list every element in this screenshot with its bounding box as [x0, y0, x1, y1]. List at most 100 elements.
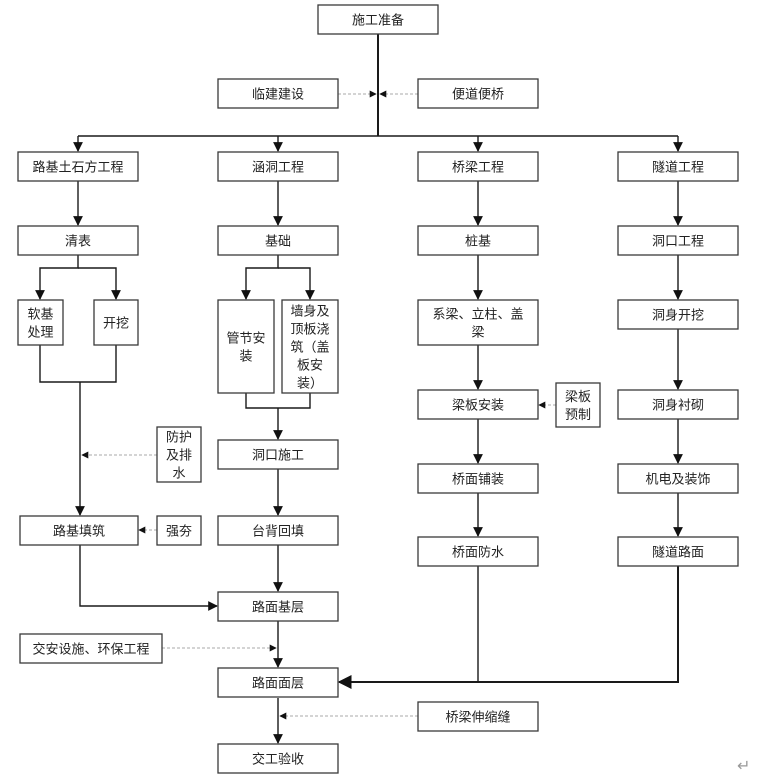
- node-box: [17, 299, 64, 346]
- node-pile: 桩基: [417, 225, 539, 256]
- node-mech-elec: 机电及装饰: [617, 463, 739, 494]
- node-box: [156, 426, 202, 483]
- node-label: 筑（盖: [290, 340, 329, 356]
- node-compact: 强夯: [156, 515, 202, 546]
- node-box: [217, 667, 339, 698]
- node-label: 交安设施、环保工程: [32, 642, 149, 658]
- connector: [35, 255, 79, 300]
- node-box: [317, 4, 439, 35]
- node-label: 桥梁工程: [452, 161, 504, 176]
- node-deck-pave: 桥面铺装: [417, 463, 539, 494]
- node-box: [217, 743, 339, 774]
- node-tunnel-portal: 洞口工程: [617, 225, 739, 256]
- node-surface: 路面面层: [217, 667, 339, 698]
- node-label: 板安: [297, 359, 323, 374]
- paragraph-return-icon: ↵: [737, 756, 751, 775]
- node-box: [217, 515, 339, 546]
- node-label: 软基: [27, 308, 53, 323]
- node-box: [417, 225, 539, 256]
- node-label: 基础: [265, 235, 291, 250]
- node-label: 台背回填: [252, 525, 304, 540]
- node-box: [217, 225, 339, 256]
- node-label: 桥面防水: [452, 545, 504, 561]
- node-label: 处理: [27, 326, 53, 341]
- connector: [245, 393, 311, 409]
- node-box: [217, 78, 339, 109]
- node-label: 梁板: [565, 390, 591, 405]
- node-label: 洞身衬砌: [652, 398, 704, 414]
- node-label: 水: [172, 467, 185, 482]
- node-label: 路基土石方工程: [32, 160, 123, 176]
- node-label: 桥面铺装: [452, 473, 504, 488]
- node-expansion: 桥梁伸缩缝: [417, 701, 539, 732]
- node-label: 管节安: [226, 332, 265, 347]
- node-box: [417, 151, 539, 182]
- node-label: 系梁、立柱、盖: [432, 308, 523, 323]
- node-label: 装）: [297, 377, 323, 392]
- node-label: 便道便桥: [452, 88, 504, 103]
- node-roadbed: 路基土石方工程: [17, 151, 139, 182]
- node-label: 涵洞工程: [252, 161, 304, 176]
- merge-to-surface-arrow: [337, 566, 679, 689]
- node-box: [417, 536, 539, 567]
- node-box: [17, 151, 139, 182]
- node-label: 装: [239, 350, 252, 365]
- node-box: [617, 463, 739, 494]
- node-label: 桥梁伸缩缝: [445, 710, 510, 726]
- node-tunnel-road: 隧道路面: [617, 536, 739, 567]
- node-label: 洞口施工: [252, 449, 304, 464]
- node-beam-install: 梁板安装: [417, 389, 539, 420]
- connector: [39, 345, 117, 383]
- node-box: [417, 389, 539, 420]
- node-label: 临建建设: [252, 88, 304, 103]
- node-fill: 路基填筑: [19, 515, 139, 546]
- node-label: 强夯: [166, 525, 192, 540]
- node-box: [417, 78, 539, 109]
- node-box: [617, 151, 739, 182]
- node-temp: 临建建设: [217, 78, 339, 109]
- node-label: 预制: [565, 408, 591, 423]
- node-tunnel-excav: 洞身开挖: [617, 299, 739, 330]
- node-portal-build: 洞口施工: [217, 439, 339, 470]
- node-label: 机电及装饰: [645, 473, 710, 488]
- node-label: 桩基: [465, 235, 491, 250]
- node-label: 墙身及: [290, 304, 329, 320]
- node-clear: 清表: [17, 225, 139, 256]
- node-label: 及排: [166, 449, 192, 464]
- node-safety: 交安设施、环保工程: [19, 633, 163, 664]
- node-label: 洞口工程: [652, 235, 704, 250]
- node-label: 路面面层: [252, 676, 304, 692]
- flowchart-nodes: 施工准备临建建设便道便桥路基土石方工程涵洞工程桥梁工程隧道工程清表软基处理开挖防…: [17, 4, 739, 774]
- connector: [278, 267, 315, 300]
- node-box: [417, 701, 539, 732]
- node-box: [555, 382, 601, 428]
- node-tunnel-lining: 洞身衬砌: [617, 389, 739, 420]
- node-prep: 施工准备: [317, 4, 439, 35]
- node-box: [617, 225, 739, 256]
- node-box: [417, 299, 539, 346]
- node-box: [281, 299, 339, 394]
- node-box: [617, 299, 739, 330]
- node-box: [19, 515, 139, 546]
- node-access: 便道便桥: [417, 78, 539, 109]
- node-box: [217, 299, 275, 394]
- node-box: [617, 536, 739, 567]
- node-label: 路面基层: [252, 600, 304, 616]
- node-label: 清表: [65, 235, 91, 250]
- node-label: 顶板浇: [290, 323, 329, 338]
- node-label: 开挖: [103, 317, 129, 332]
- node-bridge: 桥梁工程: [417, 151, 539, 182]
- connector: [78, 267, 121, 300]
- node-label: 梁板安装: [452, 399, 504, 414]
- node-label: 防护: [166, 430, 192, 446]
- node-box: [17, 225, 139, 256]
- node-box: [156, 515, 202, 546]
- connector: [241, 255, 279, 300]
- fill-to-base-arrow: [79, 545, 218, 611]
- node-culvert: 涵洞工程: [217, 151, 339, 182]
- node-box: [417, 463, 539, 494]
